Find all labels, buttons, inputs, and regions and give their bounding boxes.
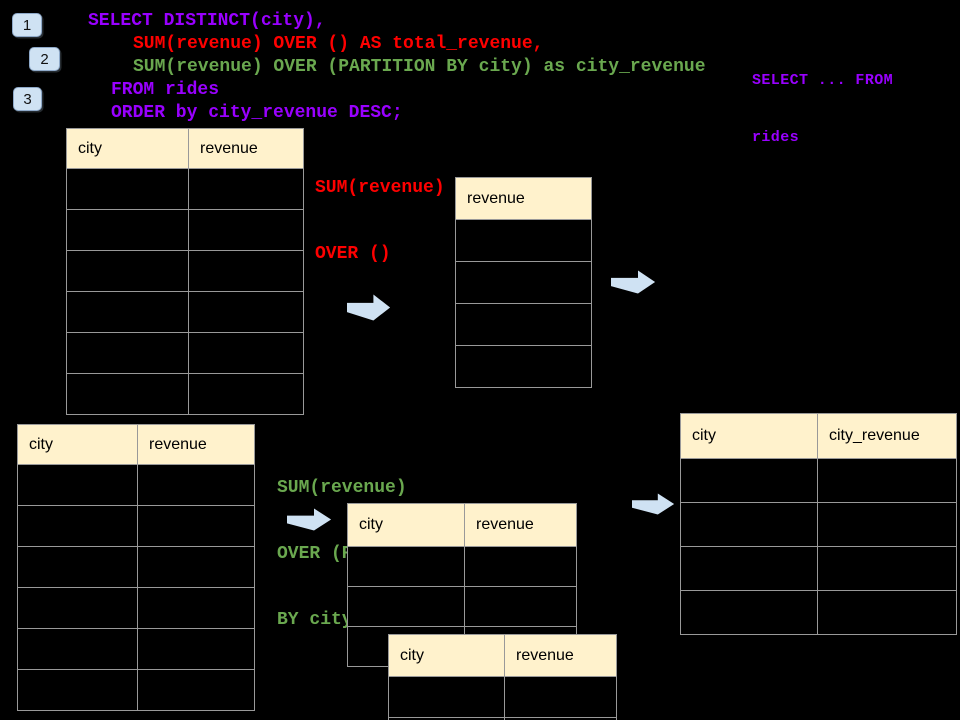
table-row bbox=[18, 587, 254, 628]
table-row bbox=[456, 303, 591, 345]
table-row bbox=[67, 373, 303, 414]
arrow-right-icon bbox=[632, 493, 675, 515]
sql-line-select: SELECT DISTINCT(city), bbox=[88, 11, 326, 31]
table-row bbox=[456, 219, 591, 261]
table-source-top: city revenue bbox=[66, 128, 304, 415]
table-row bbox=[67, 250, 303, 291]
sql-line-total-revenue: SUM(revenue) OVER () AS total_revenue, bbox=[133, 34, 544, 54]
side-note-line-2: rides bbox=[752, 129, 800, 146]
table-row bbox=[67, 209, 303, 250]
table-partition-overlay: city revenue bbox=[388, 634, 617, 720]
header-cell-revenue: revenue bbox=[464, 504, 576, 546]
header-cell-city-revenue: city_revenue bbox=[817, 414, 956, 458]
header-cell-city: city bbox=[78, 139, 102, 157]
table-row bbox=[18, 628, 254, 669]
header-cell-revenue: revenue bbox=[504, 635, 616, 676]
step-badge-1: 1 bbox=[12, 13, 42, 37]
table-source-bottom: city revenue bbox=[17, 424, 255, 711]
step-badge-3: 3 bbox=[13, 87, 42, 111]
table-city-revenue-result: city city_revenue bbox=[680, 413, 957, 635]
table-row bbox=[67, 291, 303, 332]
table-header-row: revenue bbox=[456, 178, 591, 219]
side-note-line-1: SELECT ... FROM bbox=[752, 72, 894, 89]
sql-line-city-revenue: SUM(revenue) OVER (PARTITION BY city) as… bbox=[133, 57, 706, 77]
table-header-row: city city_revenue bbox=[681, 414, 956, 458]
header-cell-city: city bbox=[359, 516, 383, 533]
label-line: OVER () bbox=[315, 244, 391, 264]
step-badge-2: 2 bbox=[29, 47, 60, 71]
table-row bbox=[681, 502, 956, 546]
label-sum-over-empty: SUM(revenue) OVER () bbox=[315, 133, 445, 309]
header-cell-city: city bbox=[29, 435, 53, 453]
header-cell-city: city bbox=[400, 646, 424, 664]
arrow-right-icon bbox=[611, 270, 656, 294]
table-row bbox=[681, 546, 956, 590]
table-row bbox=[18, 546, 254, 587]
table-row bbox=[18, 505, 254, 546]
table-row bbox=[681, 590, 956, 634]
table-header-row: city revenue bbox=[18, 425, 254, 464]
sql-line-from: FROM rides bbox=[111, 80, 220, 100]
table-header-row: city revenue bbox=[348, 504, 576, 546]
table-row bbox=[348, 546, 576, 586]
table-row bbox=[18, 669, 254, 710]
table-header-row: city revenue bbox=[67, 129, 303, 168]
table-row bbox=[67, 168, 303, 209]
table-total-revenue-result: revenue bbox=[455, 177, 592, 388]
table-header-row: city revenue bbox=[389, 635, 616, 676]
side-note-select-from-rides: SELECT ... FROM rides bbox=[752, 33, 893, 185]
header-cell-revenue: revenue bbox=[467, 189, 525, 207]
table-row bbox=[456, 261, 591, 303]
table-row bbox=[18, 464, 254, 505]
label-line: SUM(revenue) bbox=[315, 178, 445, 198]
header-cell-revenue: revenue bbox=[188, 129, 303, 168]
sql-line-order-by: ORDER by city_revenue DESC; bbox=[111, 103, 403, 123]
table-row bbox=[681, 458, 956, 502]
table-row bbox=[389, 676, 616, 717]
table-row bbox=[389, 717, 616, 720]
header-cell-city: city bbox=[692, 427, 716, 444]
table-row bbox=[67, 332, 303, 373]
table-row bbox=[456, 345, 591, 387]
label-line: SUM(revenue) bbox=[277, 478, 407, 498]
header-cell-revenue: revenue bbox=[137, 425, 254, 464]
table-row bbox=[348, 586, 576, 626]
